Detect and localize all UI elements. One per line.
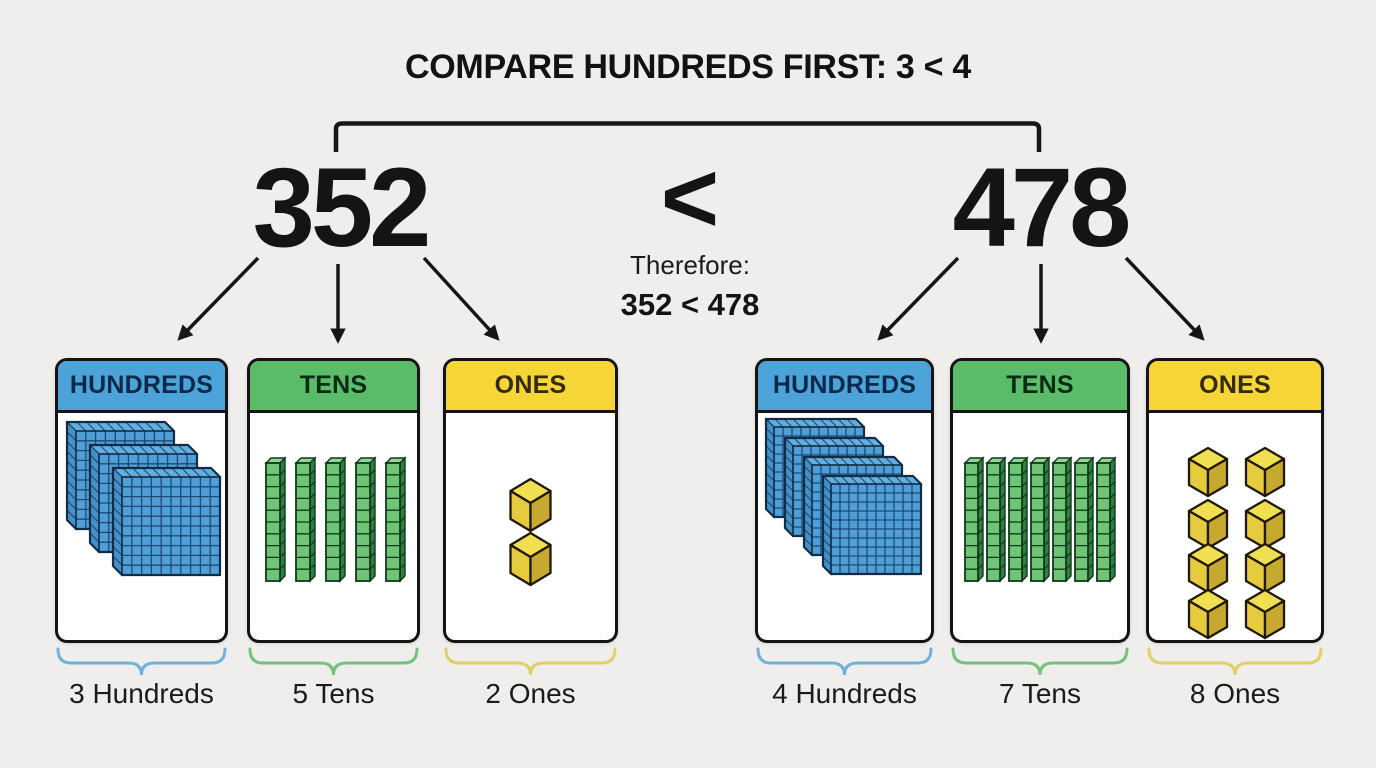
ones-blocks-graphic [1187,446,1286,640]
hundreds-blocks-graphic [65,420,222,577]
card-body [953,413,1127,640]
card-body [1149,413,1321,640]
column-caption: 7 Tens [999,678,1081,709]
column-caption: 5 Tens [292,678,375,709]
card-header: ONES [446,361,615,413]
place-value-card: ONES [443,358,618,643]
column-caption: 2 Ones [485,678,576,709]
ones-blocks-graphic [509,477,552,587]
column-caption: 8 Ones [1189,678,1281,709]
card-header: ONES [1149,361,1321,413]
card-header: TENS [953,361,1127,413]
card-header: HUNDREDS [758,361,931,413]
card-header: TENS [250,361,417,413]
card-body [758,413,931,640]
brace-icon [248,647,419,676]
right-number: 478 [952,145,1132,270]
brace-icon [756,647,933,676]
therefore-label: Therefore: [630,250,750,280]
brace-icon [1147,647,1323,676]
place-value-column-tens: TENS 5 Tens [247,358,420,710]
card-body [446,413,615,640]
tens-blocks-graphic [963,456,1117,583]
hundreds-blocks-graphic [764,417,923,576]
brace-icon [951,647,1129,676]
arrow-icon [877,256,960,341]
brace-icon [444,647,617,676]
place-value-column-ones: ONES 2 Ones [443,358,618,710]
tens-blocks-graphic [264,456,407,583]
place-value-column-hundreds: HUNDREDS 4 Hundreds [755,358,934,710]
arrow-icon [177,256,260,341]
card-header: HUNDREDS [58,361,225,413]
page-title: COMPARE HUNDREDS FIRST: 3 < 4 [405,48,971,86]
arrow-icon [422,256,500,341]
place-value-card: HUNDREDS [755,358,934,643]
place-value-card: TENS [950,358,1130,643]
place-value-column-tens: TENS 7 Tens [950,358,1130,710]
place-value-card: TENS [247,358,420,643]
place-value-column-hundreds: HUNDREDS 3 Hundreds [55,358,228,710]
place-value-column-ones: ONES 8 Ones [1146,358,1324,710]
arrow-icon [1124,256,1205,341]
place-value-card: HUNDREDS [55,358,228,643]
card-body [58,413,225,640]
conclusion-text: 352 < 478 [620,287,760,322]
column-caption: 3 Hundreds [69,678,214,709]
column-caption: 4 Hundreds [772,678,917,709]
card-body [250,413,417,640]
left-number: 352 [252,145,432,270]
brace-icon [56,647,227,676]
place-value-card: ONES [1146,358,1324,643]
comparison-operator: < [660,142,720,254]
